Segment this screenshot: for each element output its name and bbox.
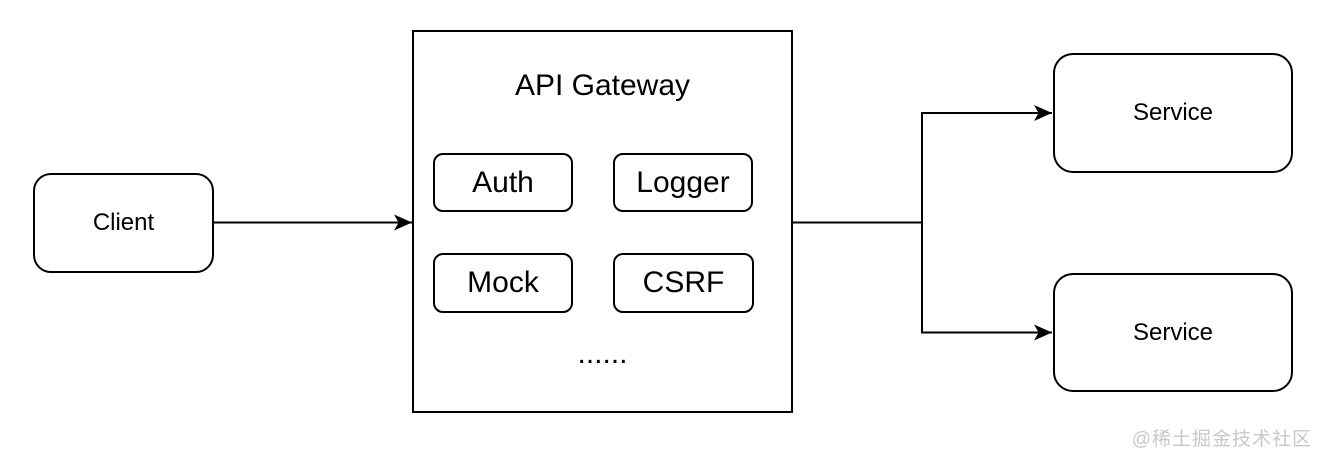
gateway-ellipsis: ...... xyxy=(577,337,628,370)
service-1-label: Service xyxy=(1132,99,1214,126)
module-auth-label: Auth xyxy=(472,165,534,199)
watermark: @稀土掘金技术社区 xyxy=(1131,429,1312,450)
client-label: Client xyxy=(92,209,155,236)
service-2-label: Service xyxy=(1132,318,1214,346)
service-node-2: Service xyxy=(1053,273,1293,392)
client-node: Client xyxy=(33,173,214,273)
api-gateway-node: API Gateway Auth Logger Mock CSRF ...... xyxy=(412,30,793,413)
module-mock-label: Mock xyxy=(467,266,539,299)
service-node-1: Service xyxy=(1053,53,1293,173)
module-logger: Logger xyxy=(613,153,753,212)
module-logger-label: Logger xyxy=(636,165,730,199)
api-gateway-title: API Gateway xyxy=(514,69,691,102)
module-auth: Auth xyxy=(433,153,573,212)
module-mock: Mock xyxy=(433,253,573,313)
module-csrf: CSRF xyxy=(613,253,754,313)
module-csrf-label: CSRF xyxy=(642,266,725,299)
